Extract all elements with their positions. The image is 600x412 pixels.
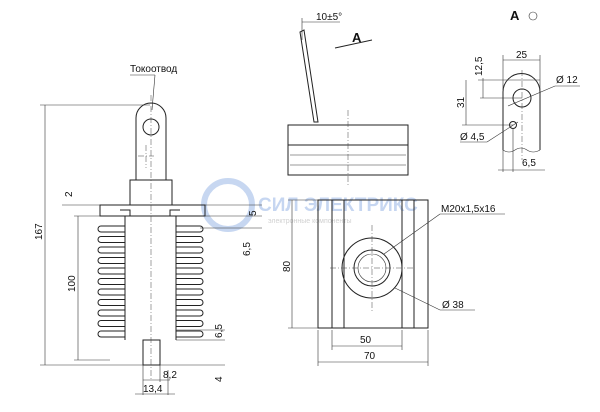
dim-70: 70 — [364, 351, 376, 362]
view-a-marker: A — [352, 30, 362, 45]
view-a-lug — [502, 73, 541, 150]
rotation-icon — [528, 11, 538, 21]
watermark-brand: СИЛ ЭЛЕКТРИКС — [258, 195, 418, 216]
fin — [176, 330, 204, 338]
fin — [176, 299, 204, 306]
dim-4: 4 — [214, 376, 225, 382]
fin — [176, 257, 204, 264]
fin — [97, 236, 125, 243]
dim-50: 50 — [360, 335, 372, 346]
dim-5: 5 — [248, 210, 259, 216]
dim-100: 100 — [67, 275, 78, 292]
view-a-title: A — [510, 8, 520, 23]
dim-12-5: 12,5 — [474, 56, 485, 76]
dim-2: 2 — [64, 191, 75, 197]
fin — [176, 236, 204, 243]
fin — [97, 225, 125, 233]
fin — [97, 246, 125, 254]
dim-diameter-38: Ø 38 — [442, 300, 464, 311]
thread-label: M20x1,5x16 — [441, 204, 496, 215]
dim-25: 25 — [516, 50, 528, 61]
base-plate — [99, 204, 206, 217]
dim-6-5-top: 6,5 — [242, 242, 253, 256]
terminal-label: Токоотвод — [130, 64, 177, 75]
fin — [176, 246, 204, 254]
dim-31: 31 — [456, 96, 467, 108]
bottom-stud — [142, 339, 161, 366]
dim-diameter-12: Ø 12 — [556, 75, 578, 86]
fin — [97, 267, 125, 275]
fin — [97, 278, 125, 285]
dim-8-2: 8,2 — [163, 370, 177, 381]
dim-13-4: 13,4 — [143, 384, 163, 395]
fin — [97, 288, 125, 296]
fin — [97, 257, 125, 264]
fin — [176, 309, 204, 317]
fin — [176, 278, 204, 285]
fin — [176, 225, 204, 233]
dim-6-5-view-a: 6,5 — [522, 158, 536, 169]
body-bottom-view — [317, 199, 429, 329]
fin — [97, 309, 125, 317]
watermark-tagline: электронные компоненты — [268, 218, 352, 225]
terminal-tab — [299, 29, 319, 123]
fin — [176, 320, 204, 327]
dim-167: 167 — [34, 223, 45, 240]
fin — [97, 330, 125, 338]
front-view: 10±5° A 80 50 70 M20x1,5x16 Ø 38 — [282, 12, 505, 366]
dim-6-5-bottom: 6,5 — [214, 324, 225, 338]
heatsink-fins — [97, 225, 204, 338]
fin — [97, 320, 125, 327]
angle-label: 10±5° — [316, 12, 342, 23]
fin — [176, 267, 204, 275]
fin — [176, 288, 204, 296]
fin — [97, 299, 125, 306]
view-a: A 25 12,5 31 Ø 12 Ø 4,5 6,5 — [456, 8, 580, 172]
dim-diameter-4-5: Ø 4,5 — [460, 132, 485, 143]
dim-80: 80 — [282, 260, 293, 272]
side-view: Токоотвод 167 100 2 5 6,5 6,5 4 8,2 13,4 — [34, 64, 262, 395]
